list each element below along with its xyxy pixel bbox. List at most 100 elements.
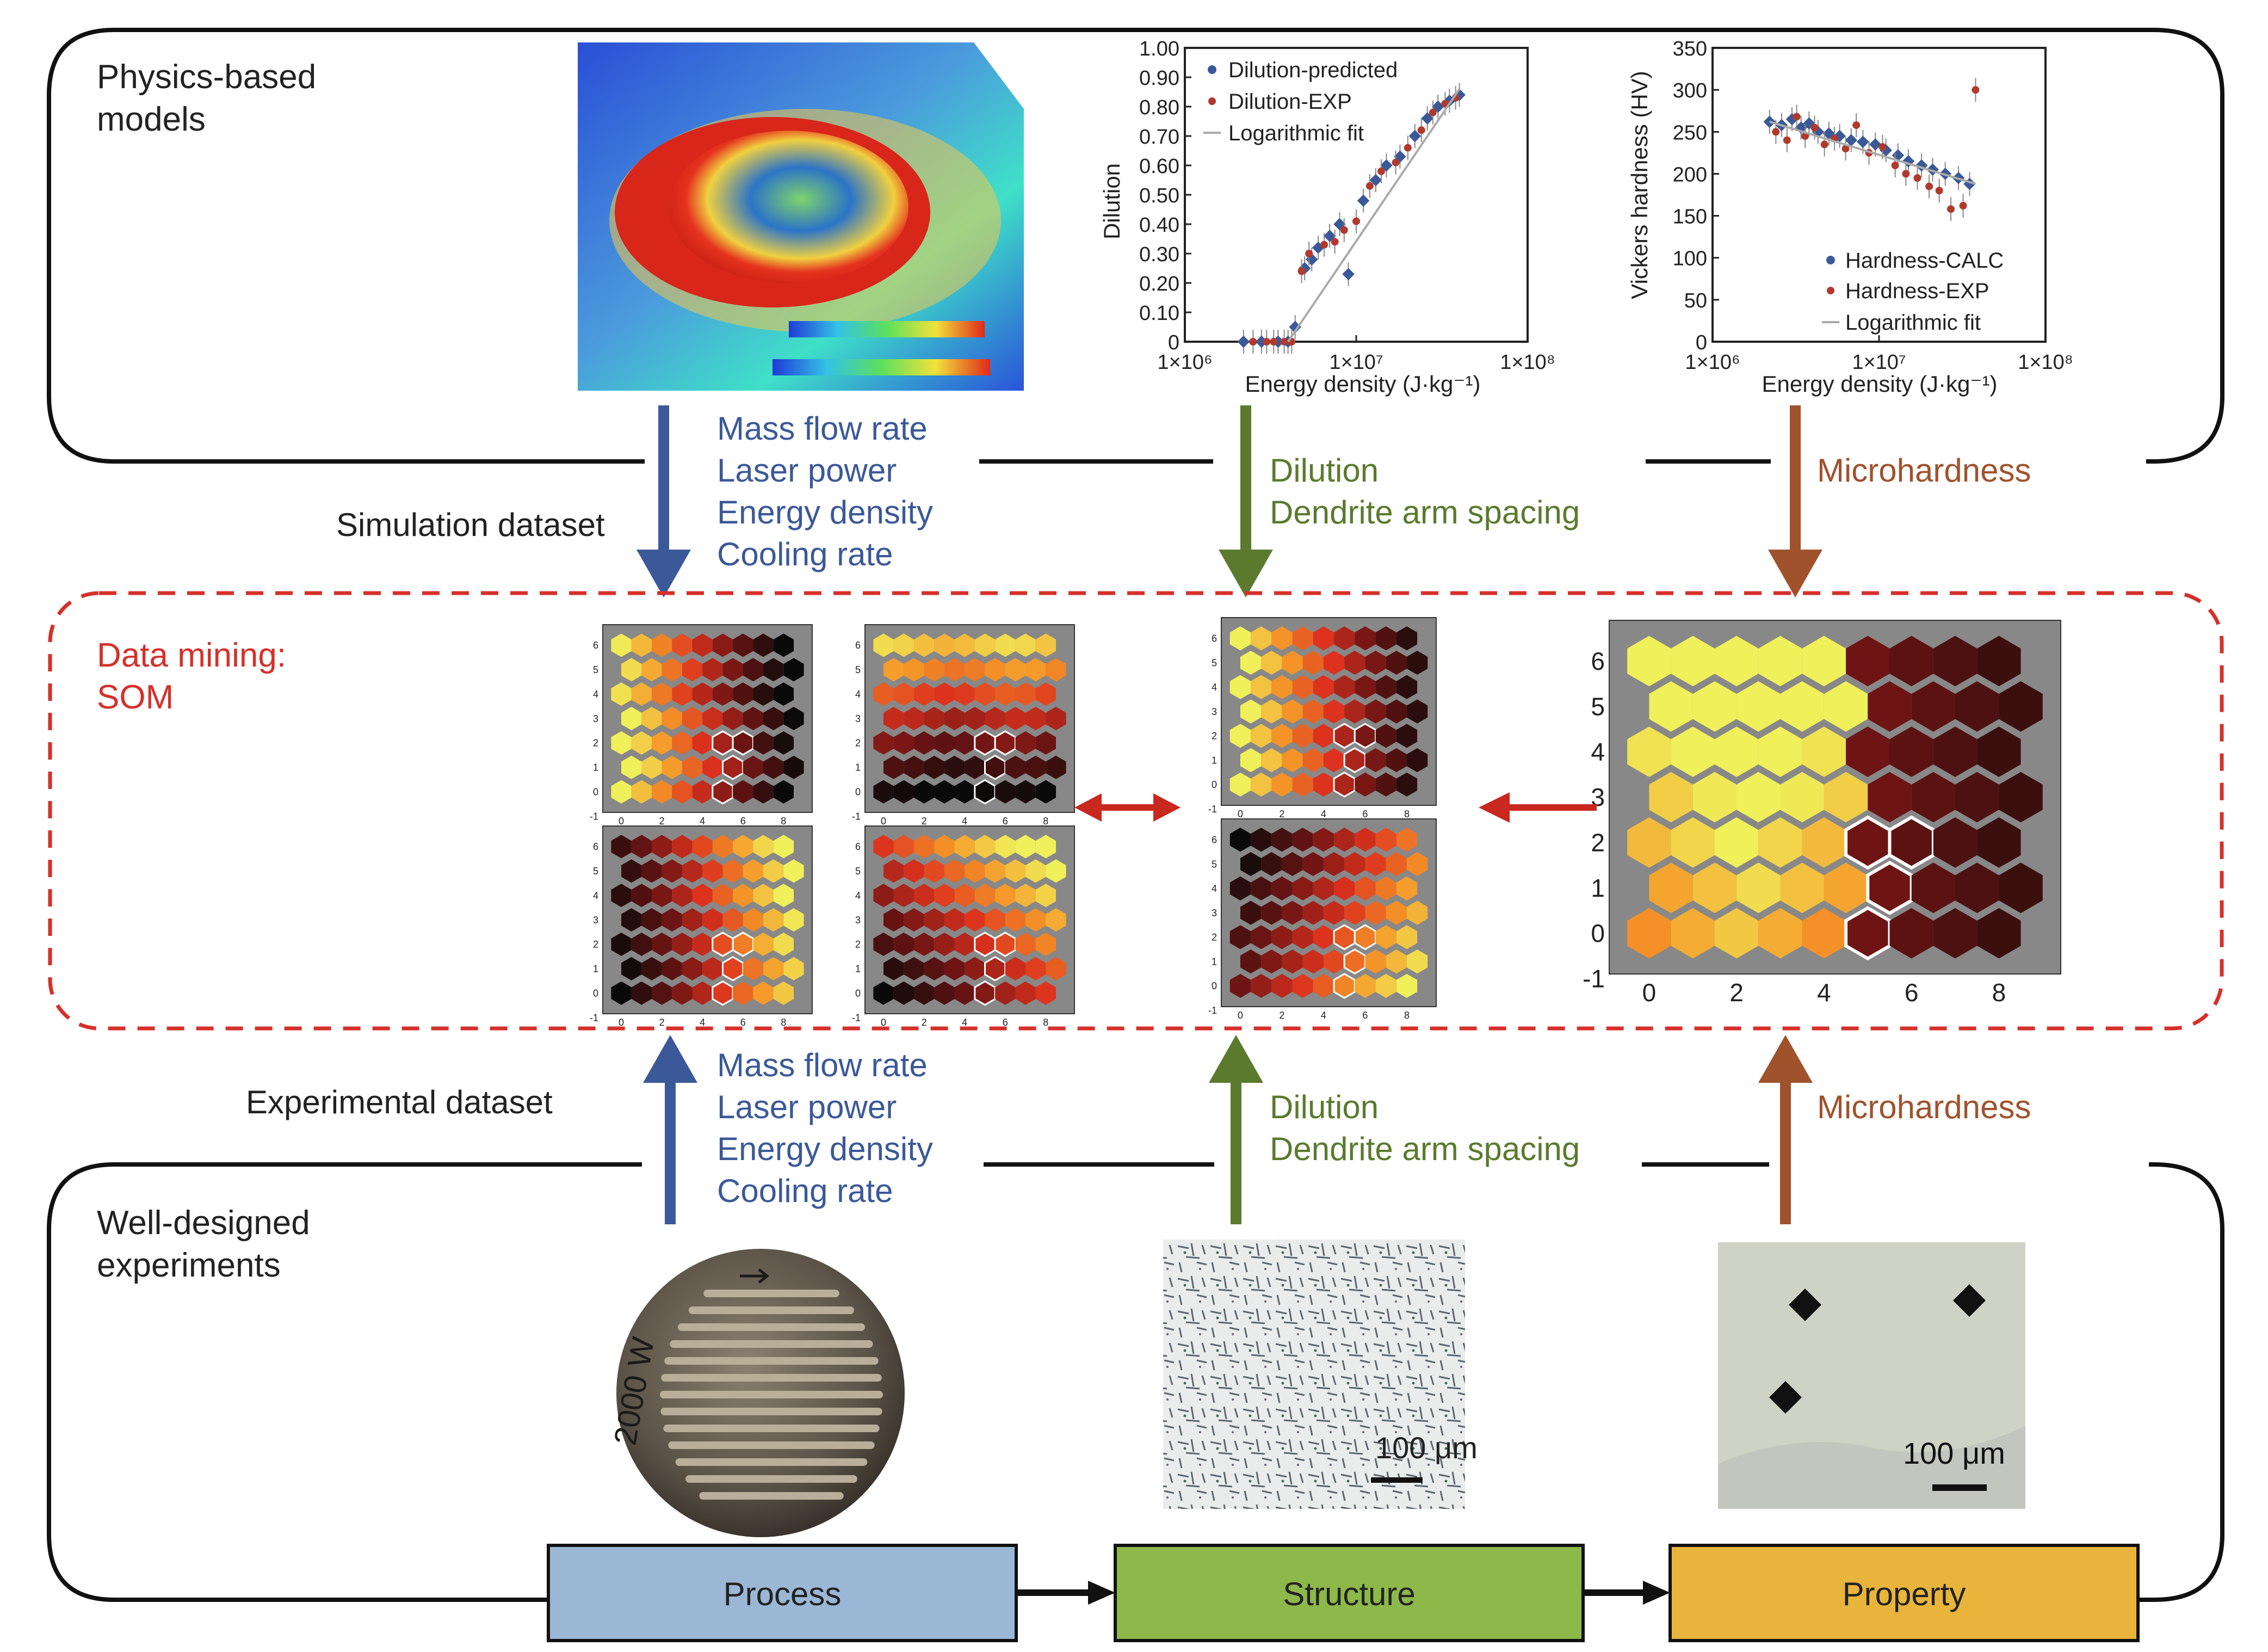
c2-ytick-label: 150: [1673, 206, 1707, 229]
som-ytick-label: 6: [855, 640, 861, 651]
indent-micrograph: 100 μm: [1718, 1242, 2025, 1509]
som-hex-cell: [743, 957, 763, 981]
som-ytick-label: 1: [1212, 956, 1217, 967]
som-hex-cell: [1933, 817, 1977, 868]
som-hex-cell: [985, 658, 1005, 682]
som-hex-cell: [934, 633, 955, 657]
som-hex-cell: [1251, 724, 1272, 748]
som-xtick-label: 4: [700, 816, 705, 827]
bottom-panel-title-line1: Well-designed: [97, 1204, 310, 1242]
som-hex-cell: [611, 835, 632, 859]
som-hex-cell: [1692, 681, 1737, 732]
som-hex-cell: [1868, 772, 1912, 823]
som-xtick-label: 2: [1729, 978, 1744, 1007]
som-hex-cell: [702, 658, 723, 682]
som-left-arrow: [1479, 792, 1597, 823]
som-hex-cell: [893, 932, 914, 956]
som-hex-cell: [1292, 876, 1313, 901]
som-hex-cell: [1355, 876, 1376, 901]
som-hex-cell: [995, 981, 1016, 1005]
som-hex-cell: [692, 981, 713, 1005]
som-ytick-label: 5: [855, 866, 861, 877]
som-ytick-label: 2: [855, 939, 861, 950]
som-hex-cell: [1955, 862, 1999, 914]
som-hex-cell: [662, 957, 682, 981]
som-hex-cell: [712, 980, 734, 1006]
som-hex-cell: [1271, 876, 1293, 901]
c1-point-predicted: [1369, 174, 1382, 187]
som-hex-cell: [1292, 973, 1313, 998]
som-ytick-label: 4: [1212, 682, 1217, 693]
c1-ytick-label: 0.20: [1139, 273, 1179, 295]
som-hex-cell: [712, 682, 733, 706]
som-hex-cell: [753, 731, 774, 755]
disc-track: [663, 1425, 880, 1432]
som-hex-cell: [995, 835, 1016, 859]
structure-scale-label: 100 μm: [1375, 1431, 1478, 1465]
som-hex-cell: [743, 908, 763, 932]
som-hex-cell: [1229, 675, 1251, 699]
som-hex-cell: [1396, 724, 1418, 748]
som-hex-cell: [1261, 901, 1282, 925]
disc-track: [677, 1323, 866, 1331]
som-hex-cell: [1323, 950, 1345, 974]
som-hex-cell: [1015, 981, 1036, 1005]
c1-ytick-label: 0.60: [1139, 155, 1179, 178]
som-hex-cell: [1271, 626, 1293, 651]
c2-xtick-label: 1×10⁸: [2018, 351, 2073, 374]
som-hex-cell: [1313, 876, 1334, 901]
som-hex-cell: [954, 932, 975, 956]
exp-process-arrow: [643, 1035, 697, 1224]
som-ytick-label: -1: [1208, 804, 1217, 815]
som-hex-cell: [904, 755, 924, 779]
som-hex-cell: [1025, 658, 1046, 682]
som-hex-cell: [722, 956, 744, 982]
som-hex-cell: [1396, 828, 1418, 852]
c2-ytick-label: 350: [1673, 38, 1707, 60]
c1-point-exp: [1331, 238, 1339, 246]
c2-point-exp: [1972, 86, 1980, 94]
som-hex-cell: [1343, 747, 1366, 773]
som-hex-cell: [1780, 862, 1824, 914]
som-hex-cell: [1271, 772, 1293, 797]
som-xtick-label: 8: [1043, 816, 1048, 827]
som-hex-cell: [1715, 636, 1759, 687]
som-hex-cell: [965, 957, 985, 981]
som-hex-cell: [621, 859, 642, 883]
som-ytick-label: -1: [590, 1012, 598, 1023]
som-hex-cell: [1035, 932, 1056, 956]
som-hex-cell: [773, 884, 794, 908]
som-hex-cell: [733, 633, 753, 657]
c1-xtick-label: 1×10⁷: [1329, 351, 1383, 374]
som-hex-cell: [783, 658, 804, 682]
som-hex-cell: [611, 731, 632, 755]
c2-fit-line: [1769, 120, 1976, 185]
som-hex-cell: [631, 682, 652, 706]
som-hex-cell: [763, 707, 784, 730]
som-hex-cell: [1758, 726, 1802, 777]
som-hex-cell: [994, 932, 1016, 957]
som-hex-cell: [1344, 699, 1365, 724]
som-hex-cell: [883, 859, 904, 883]
som-hex-cell: [1933, 908, 1977, 959]
som-hex-cell: [965, 658, 985, 682]
c1-ytick-label: 0.80: [1139, 96, 1179, 119]
exp-structure-arrow: [1209, 1035, 1263, 1224]
som-hex-cell: [773, 731, 794, 755]
c1-point-predicted: [1342, 268, 1355, 281]
som-hex-cell: [1015, 835, 1036, 859]
som-hex-cell: [883, 908, 904, 932]
som-hex-cell: [1333, 972, 1356, 999]
som-hex-cell: [873, 835, 894, 859]
som-hex-cell: [1261, 748, 1282, 773]
som-ytick-label: 5: [1591, 692, 1605, 720]
som-hex-cell: [1240, 748, 1262, 773]
c2-point-exp: [1946, 205, 1955, 213]
bottom-panel-title-line2: experiments: [97, 1247, 281, 1284]
som-xtick-label: 4: [700, 1017, 705, 1028]
som-hex-cell: [672, 633, 693, 657]
disc-track: [685, 1475, 857, 1483]
som-hex-cell: [611, 682, 632, 706]
som-hex-cell: [1035, 981, 1056, 1005]
c2-point-exp: [1878, 143, 1887, 151]
